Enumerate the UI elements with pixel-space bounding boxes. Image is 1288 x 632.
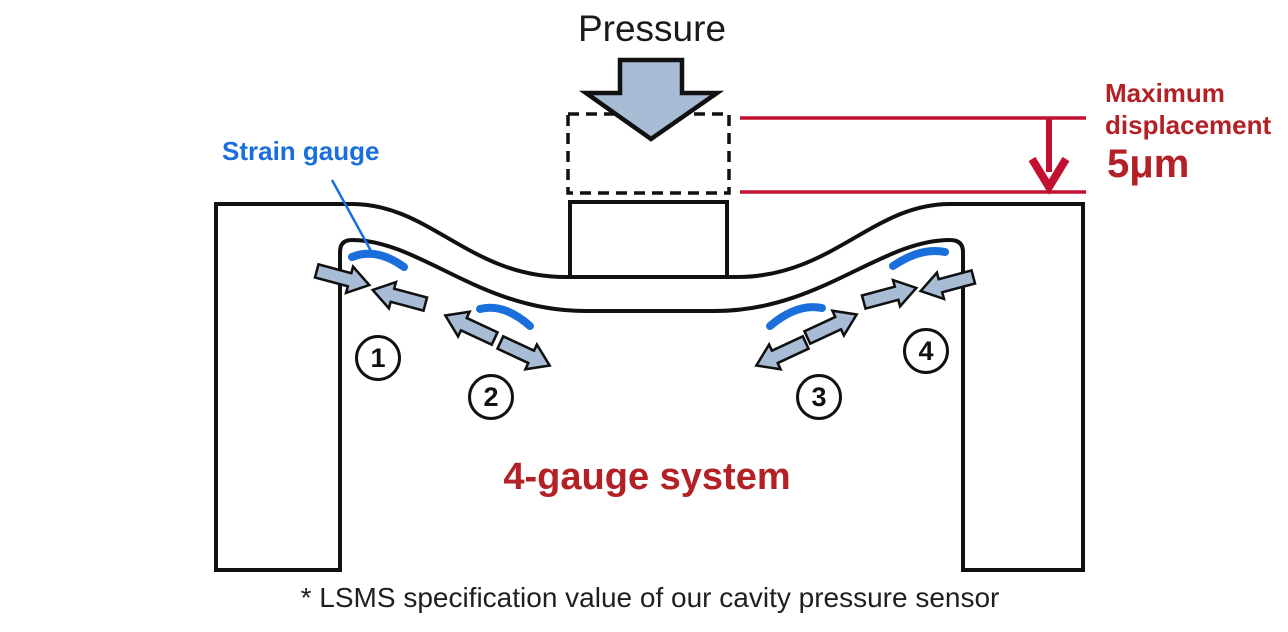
strain-gauge-leader-line [330,179,373,252]
gauge3-left-strain-arrow-icon [749,328,813,380]
strain-gauge-4-arc [889,247,949,270]
strain-gauge-1-arc [348,249,408,271]
gauge4-left-strain-arrow-icon [858,273,922,317]
gauge-number-2: 2 [468,374,514,420]
pressure-title: Pressure [577,8,727,49]
gauge1-right-strain-arrow-icon [367,275,431,319]
gauge-number-3: 3 [796,374,842,420]
strain-gauge-2-arc [476,303,534,330]
footnote: * LSMS specification value of our cavity… [300,582,1000,613]
strain-gauge-label: Strain gauge [222,136,380,166]
max-displacement-label-line2: displacement [1105,110,1272,140]
dimension-arrow-head-icon [1028,156,1070,195]
pressure-down-arrow-icon [578,57,725,142]
gauge2-right-strain-arrow-icon [493,328,557,380]
max-displacement-label-line1: Maximum [1105,78,1225,108]
gauge-number-1: 1 [355,335,401,381]
center-boss-block [568,200,729,279]
strain-gauge-3-arc [766,303,826,330]
max-displacement-value: 5μm [1107,142,1190,186]
system-label: 4-gauge system [503,456,791,498]
gauge-number-4: 4 [903,328,949,374]
